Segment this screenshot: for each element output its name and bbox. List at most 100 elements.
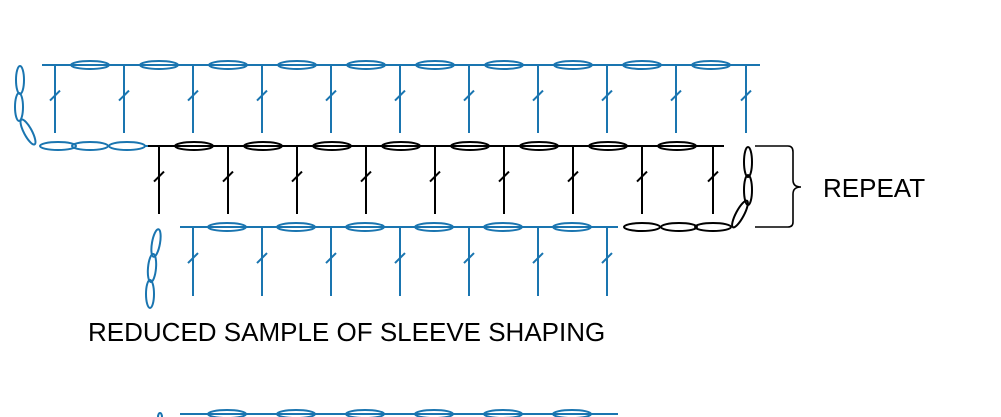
chain-stitch xyxy=(70,60,110,70)
stitch-slash xyxy=(256,252,268,264)
chain-stitch xyxy=(622,60,662,70)
chain-stitch xyxy=(743,146,753,178)
chain-stitch xyxy=(657,141,697,151)
chain-stitch xyxy=(207,409,247,417)
diagram-caption: REDUCED SAMPLE OF SLEEVE SHAPING xyxy=(88,317,605,347)
repeat-label: REPEAT xyxy=(823,173,925,203)
stitch-slash xyxy=(601,252,613,264)
chain-stitch xyxy=(19,118,37,146)
chain-stitch xyxy=(623,222,661,232)
chain-stitch xyxy=(312,141,352,151)
double-crochet-stitch xyxy=(736,64,756,133)
chain-stitch xyxy=(71,141,109,151)
double-crochet-stitch xyxy=(390,64,410,133)
stitch-slash xyxy=(187,252,199,264)
chain-stitch xyxy=(150,228,162,258)
double-crochet-stitch xyxy=(425,145,445,214)
stitch-slash xyxy=(394,89,406,102)
chain-stitch xyxy=(276,222,316,232)
stitch-slash xyxy=(360,170,372,183)
double-crochet-stitch xyxy=(321,64,341,133)
chain-stitch xyxy=(414,222,454,232)
stitch-slash xyxy=(740,89,752,102)
double-crochet-stitch xyxy=(494,145,514,214)
double-crochet-stitch xyxy=(459,64,479,133)
double-crochet-stitch xyxy=(356,145,376,214)
stitch-slash xyxy=(325,89,337,102)
turning-chains xyxy=(14,65,753,309)
stitch-slash xyxy=(325,252,337,264)
double-crochet-stitch xyxy=(114,64,134,133)
chain-stitch xyxy=(139,60,179,70)
chain-stitch xyxy=(14,92,24,122)
stitch-slash xyxy=(532,89,544,102)
stitch-slash xyxy=(153,170,165,183)
stitch-slash xyxy=(670,89,682,102)
stitch-slash xyxy=(707,170,719,183)
double-crochet-stitch xyxy=(528,64,548,133)
double-crochet-stitch xyxy=(597,64,617,133)
chain-stitch xyxy=(345,222,385,232)
chain-stitch xyxy=(415,60,455,70)
chain-stitch xyxy=(552,222,592,232)
double-crochet-stitch xyxy=(390,226,410,296)
chain-stitch xyxy=(146,253,158,283)
double-crochet-stitch xyxy=(632,145,652,214)
double-crochet-stitch xyxy=(252,226,272,296)
chain-stitch xyxy=(660,222,698,232)
stitch-slash xyxy=(636,170,648,183)
row-4-blue-partial xyxy=(157,409,618,417)
double-crochet-stitch xyxy=(321,226,341,296)
chain-stitch xyxy=(381,141,421,151)
double-crochet-stitch xyxy=(703,145,723,214)
stitch-slash xyxy=(222,170,234,183)
stitch-slash xyxy=(601,89,613,102)
double-crochet-stitch xyxy=(149,145,169,214)
stitch-slash xyxy=(49,89,61,102)
stitch-slash xyxy=(429,170,441,183)
chain-stitch xyxy=(108,141,146,151)
stitch-slash xyxy=(498,170,510,183)
stitch-slash xyxy=(532,252,544,264)
chain-stitch xyxy=(483,409,523,417)
chain-stitch xyxy=(483,222,523,232)
chain-stitch xyxy=(346,60,386,70)
double-crochet-stitch xyxy=(45,64,65,133)
double-crochet-stitch xyxy=(183,226,203,296)
repeat-bracket xyxy=(755,145,802,228)
chain-stitch xyxy=(450,141,490,151)
chain-stitch xyxy=(39,141,77,151)
chain-stitch xyxy=(694,222,732,232)
chain-stitch xyxy=(552,409,592,417)
chain-stitch xyxy=(208,60,248,70)
double-crochet-stitch xyxy=(597,226,617,296)
stitch-slash xyxy=(567,170,579,183)
double-crochet-stitch xyxy=(287,145,307,214)
chain-stitch xyxy=(276,409,316,417)
row-2-black xyxy=(148,141,732,232)
stitch-slash xyxy=(187,89,199,102)
row-1-blue xyxy=(39,60,760,151)
chain-stitch xyxy=(345,409,385,417)
chain-stitch xyxy=(414,409,454,417)
stitch-slash xyxy=(256,89,268,102)
stitch-slash xyxy=(118,89,130,102)
chain-stitch xyxy=(484,60,524,70)
double-crochet-stitch xyxy=(183,64,203,133)
chain-stitch xyxy=(15,65,25,95)
chain-stitch xyxy=(145,279,155,309)
chain-stitch xyxy=(157,412,163,417)
chain-stitch xyxy=(519,141,559,151)
stitch-slash xyxy=(463,252,475,264)
double-crochet-stitch xyxy=(218,145,238,214)
chain-stitch xyxy=(243,141,283,151)
chain-stitch xyxy=(174,141,214,151)
stitch-slash xyxy=(291,170,303,183)
double-crochet-stitch xyxy=(528,226,548,296)
chain-stitch xyxy=(207,222,247,232)
double-crochet-stitch xyxy=(252,64,272,133)
double-crochet-stitch xyxy=(563,145,583,214)
double-crochet-stitch xyxy=(459,226,479,296)
chain-stitch xyxy=(588,141,628,151)
